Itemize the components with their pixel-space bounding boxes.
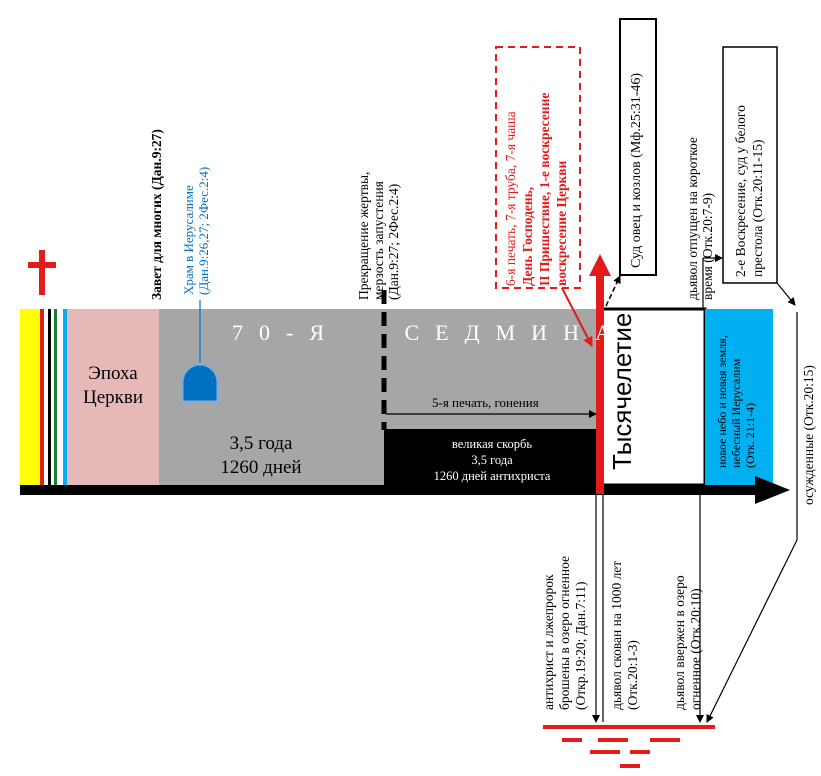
second-resurrection-label: 2-е Воскресение, суд у белого престола (… [733,105,765,277]
timeline-axis [20,485,760,495]
devil-released-label: дьявол отпущен на короткое время (Отк.20… [685,137,715,300]
fifth-seal-label: 5-я печать, гонения [432,395,539,410]
tribulation-block [384,429,600,489]
millennium-label: Тысячелетие [607,312,637,470]
seventieth-week-label: 70-Я СЕДМИНА [232,320,627,345]
temple-label: Храм в Иерусалиме (Дан.9:26,27; 2Фес.2:4… [181,166,211,295]
blue-strip [63,309,67,485]
red-strip [40,309,44,485]
devil-cast-label: дьявол ввержен в озеро огненное (Отк.20:… [672,575,703,710]
condemned-label: осужденные (Отк.20:15) [801,365,816,505]
temple-icon [180,362,220,404]
lake-of-fire-icon [543,725,715,768]
black-strip [48,309,51,485]
second-resurrection-box [722,46,778,284]
cross-icon [39,250,45,295]
second-coming-line [596,272,604,494]
green-strip [54,309,57,485]
half-week-label: 3,5 года 1260 дней [220,433,302,478]
second-coming-box [495,46,581,289]
tribulation-label: великая скорбь 3,5 года 1260 дней антихр… [433,437,551,483]
covenant-label: Завет для многих (Дан.9:27) [149,129,164,300]
new-heaven-block [705,309,773,485]
second-coming-text-clip: 6-я печать, 7-я труба, 7-я чаша День Гос… [503,92,569,286]
church-era-label: Эпоха Церкви [82,363,144,408]
abomination-label: Прекращение жертвы, мерзость запустения … [356,171,401,300]
sheep-goats-box [619,18,657,276]
antichrist-label: антихрист и лжепророк брошены в озеро ог… [541,556,588,710]
church-era-band [67,309,159,485]
devil-bound-label: дьявол скован на 1000 лет (Отк.20:1-3) [609,560,640,710]
new-heaven-label: новое небо и новая земля, небесный Иерус… [715,335,757,468]
sheep-goats-label: Суд овец и козлов (Мф.25:31-46) [629,72,644,268]
yellow-strip [20,309,40,485]
